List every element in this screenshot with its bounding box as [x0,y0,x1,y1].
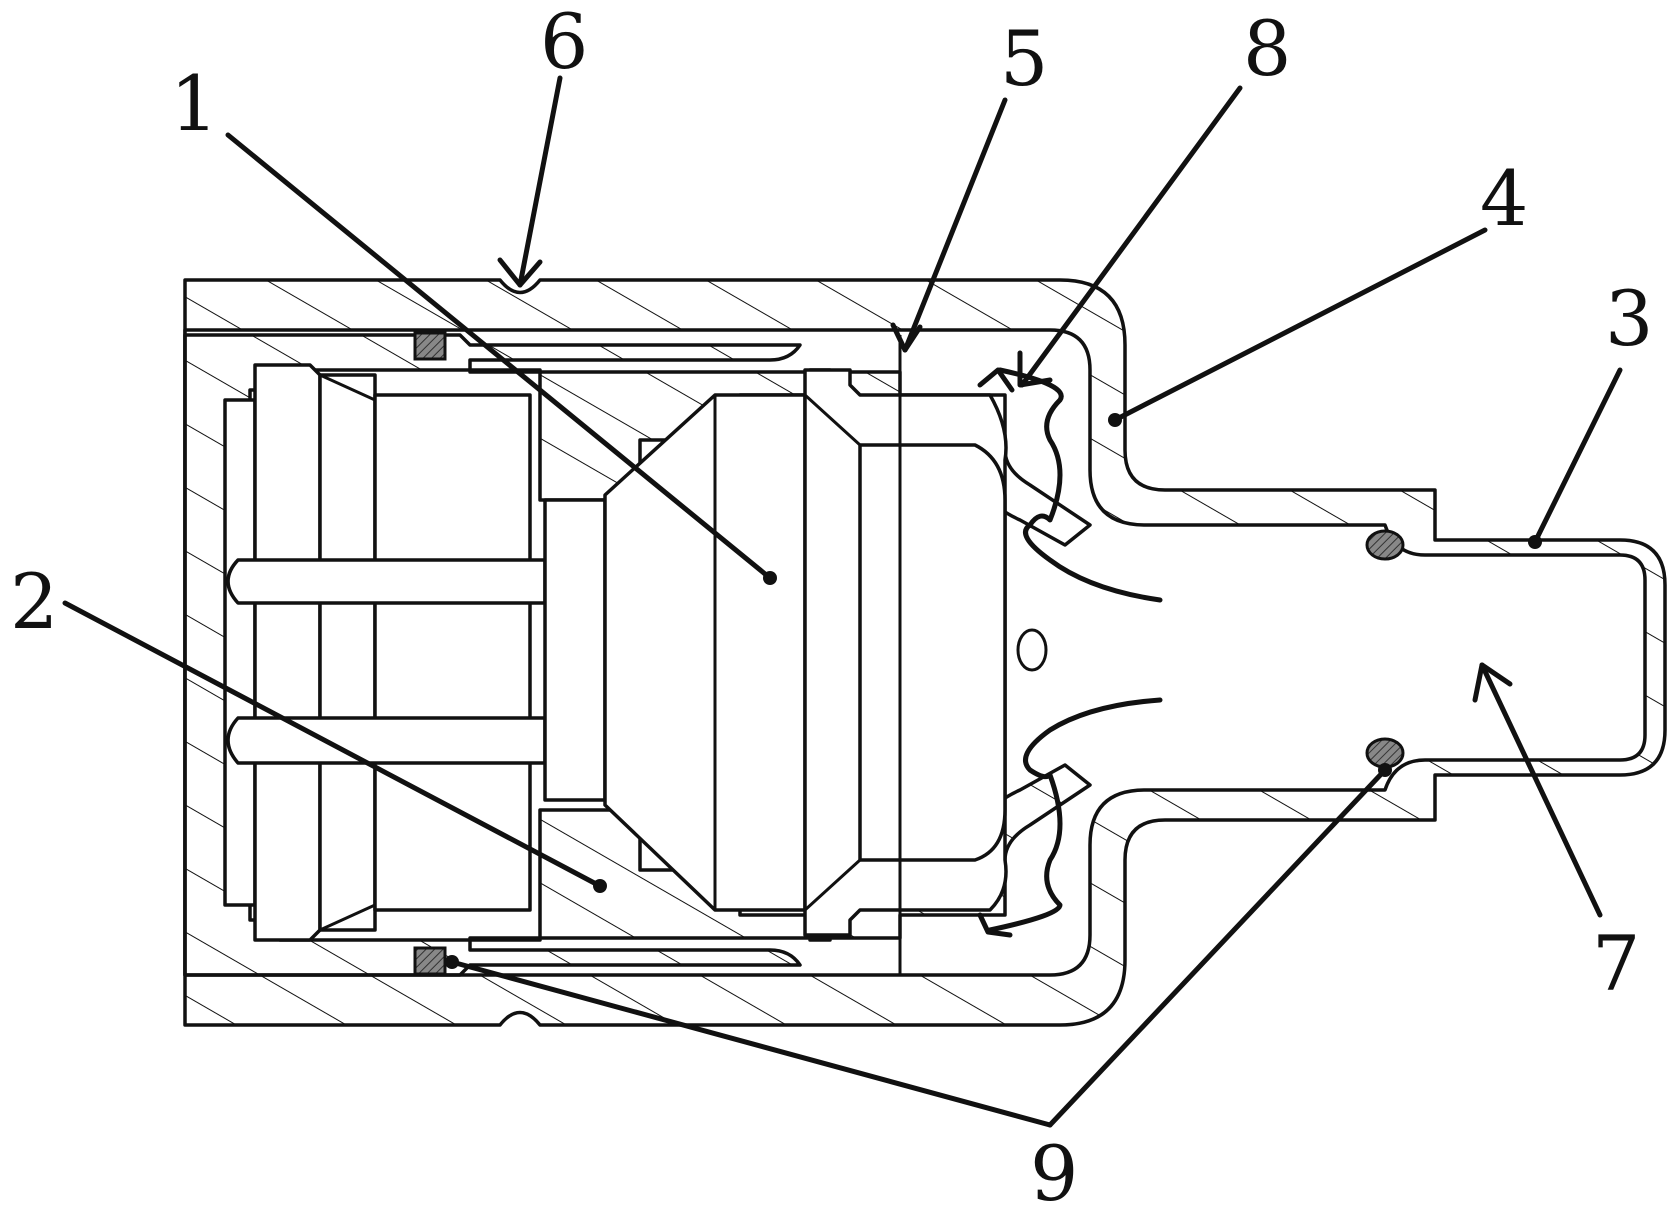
leader-8 [1022,88,1240,385]
leader-2-dot [593,879,607,893]
label-7: 7 [1592,919,1640,1008]
label-8: 8 [1243,4,1291,93]
leader-9a-dot [445,955,459,969]
label-5: 5 [1000,14,1048,103]
leader-3-dot [1528,535,1542,549]
leader-6 [520,78,560,285]
seal-top-right [1367,531,1403,559]
label-9: 9 [1030,1129,1078,1209]
leader-9b-dot [1378,763,1392,777]
leader-1-dot [763,571,777,585]
label-2: 2 [10,557,58,646]
label-6: 6 [540,0,588,86]
leader-3 [1535,370,1620,542]
label-4: 4 [1480,154,1528,243]
seal-top-left [415,333,445,359]
leader-4-dot [1108,413,1122,427]
label-3: 3 [1605,274,1653,363]
leader-4 [1115,230,1485,420]
seal-bottom-left [415,948,445,974]
seal-bottom-right [1367,739,1403,767]
left-plug [225,365,530,940]
label-1: 1 [170,59,218,148]
